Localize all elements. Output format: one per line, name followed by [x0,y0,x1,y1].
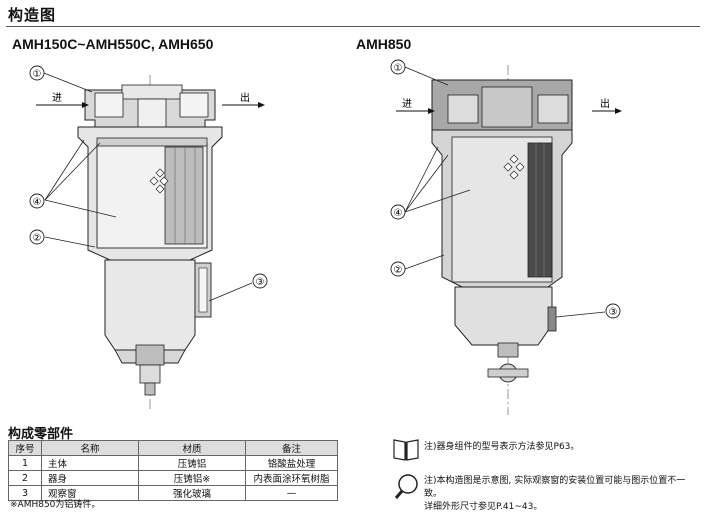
cell-no: 1 [8,455,42,471]
right-model-title: AMH850 [356,36,412,52]
right-inlet-label: 进 [402,98,412,110]
cell-name: 主体 [41,455,139,471]
cell-material: 压铸铝※ [138,470,246,486]
col-header-name: 名称 [41,440,139,456]
left-callout-4: ④ [33,197,42,208]
col-header-no: 序号 [8,440,42,456]
right-callout-4: ④ [394,208,403,219]
title-divider [6,26,700,27]
cell-remark: 内表面涂环氧树脂 [245,470,338,486]
cell-no: 3 [8,485,42,501]
note-schematic-disclaimer: 注)本构造图是示意图, 实际观察窗的安装位置可能与图示位置不一致。 详细外形尺寸… [424,475,694,514]
note-dimension-reference: 详细外形尺寸参见P.41~43。 [424,502,543,512]
cell-remark: — [245,485,338,501]
cell-remark: 铬酸盐处理 [245,455,338,471]
table-row: 2 器身 压铸铝※ 内表面涂环氧树脂 [8,470,338,486]
cell-material: 压铸铝 [138,455,246,471]
parts-footnote: ※AMH850为铝铸件。 [10,500,101,510]
right-callout-3: ③ [609,307,618,318]
parts-table: 序号 名称 材质 备注 1 主体 压铸铝 铬酸盐处理 2 器身 压铸铝※ 内表面… [8,440,338,501]
col-header-remark: 备注 [245,440,338,456]
magnifier-icon [394,474,418,499]
left-callout-3: ③ [256,277,265,288]
left-model-title: AMH150C~AMH550C, AMH650 [12,36,214,52]
left-structure-diagram: 进 出 ① ④ ② ③ [29,65,268,410]
cell-material: 强化玻璃 [138,485,246,501]
book-icon [393,439,419,461]
table-header-row: 序号 名称 材质 备注 [8,440,338,456]
left-inlet-label: 进 [52,92,62,104]
note-schematic-line: 注)本构造图是示意图, 实际观察窗的安装位置可能与图示位置不一致。 [424,476,686,499]
section-title: 构造图 [8,6,57,24]
cell-name: 器身 [41,470,139,486]
left-callout-1: ① [33,69,42,80]
left-callout-2: ② [33,233,42,244]
cell-no: 2 [8,470,42,486]
right-callout-1: ① [394,63,403,74]
right-outlet-label: 出 [600,97,610,110]
note-model-reference: 注)器身组件的型号表示方法参见P63。 [424,442,580,452]
left-outlet-label: 出 [240,91,250,104]
parts-title: 构成零部件 [8,427,74,442]
table-row: 1 主体 压铸铝 铬酸盐处理 [8,455,338,471]
table-row: 3 观察窗 强化玻璃 — [8,485,338,501]
right-structure-diagram: 进 出 ① ④ ② ③ [390,59,622,415]
right-callout-2: ② [394,265,403,276]
col-header-material: 材质 [138,440,246,456]
